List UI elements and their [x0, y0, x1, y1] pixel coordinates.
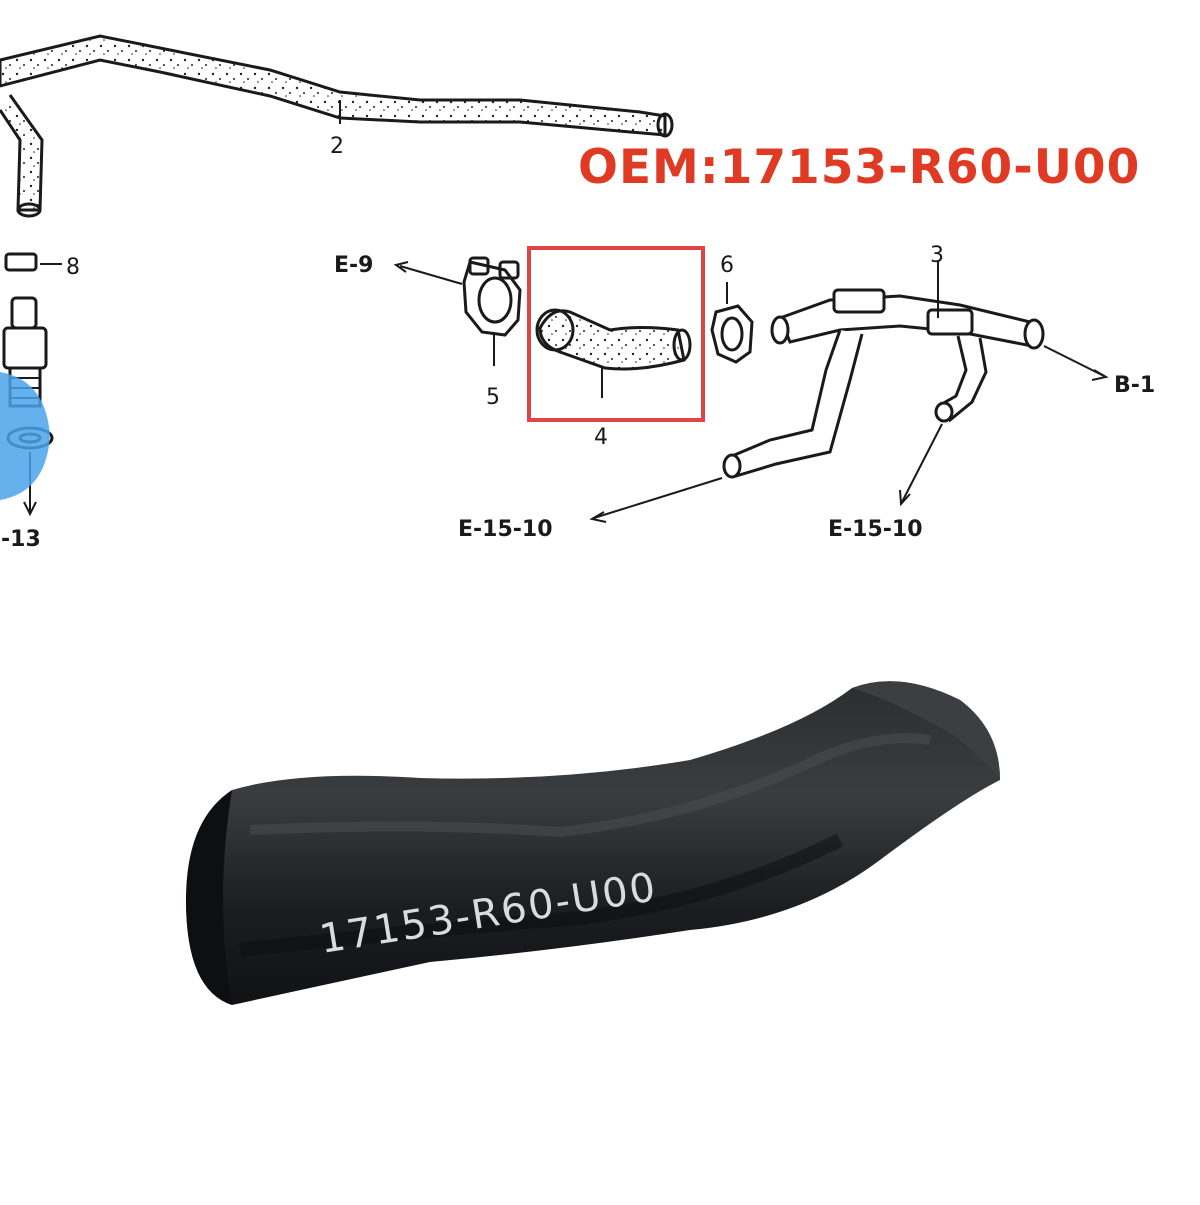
ref-e1510-right: E-15-10: [828, 517, 923, 542]
blue-accent-shape: [0, 372, 50, 500]
part-3-pipe-assembly: [722, 260, 1045, 479]
ref-e13: E-13: [0, 527, 41, 552]
part-4-hose-diagram: [535, 308, 692, 398]
part-2-left-pipe: [0, 94, 44, 218]
e1510-right-arrow: [899, 423, 943, 507]
b1-arrow: [1043, 345, 1109, 381]
e1510-left-arrow: [589, 477, 723, 523]
part-8-clamp: [4, 252, 62, 272]
oem-part-number: OEM:17153-R60-U00: [578, 140, 1141, 195]
callout-3: 3: [930, 243, 944, 268]
part-6-clip: [710, 282, 754, 364]
ref-e9: E-9: [334, 253, 373, 278]
callout-4: 4: [594, 425, 608, 450]
callout-5: 5: [486, 385, 500, 410]
diagram-labels: 2 8 3 6 5 4 E-9 E-13 B-1 E-15-10 E-15-10: [0, 134, 1155, 552]
part-2-hose: [0, 34, 674, 138]
ref-b1: B-1: [1114, 373, 1155, 398]
e9-arrow: [393, 261, 463, 285]
parts-diagram: [0, 34, 1109, 523]
callout-8: 8: [66, 255, 80, 280]
part-5-clamp: [462, 256, 522, 366]
callout-6: 6: [720, 253, 734, 278]
highlight-box: [527, 246, 705, 422]
ref-e1510-left: E-15-10: [458, 517, 553, 542]
hose-photo: [186, 681, 1000, 1005]
callout-2: 2: [330, 134, 344, 159]
